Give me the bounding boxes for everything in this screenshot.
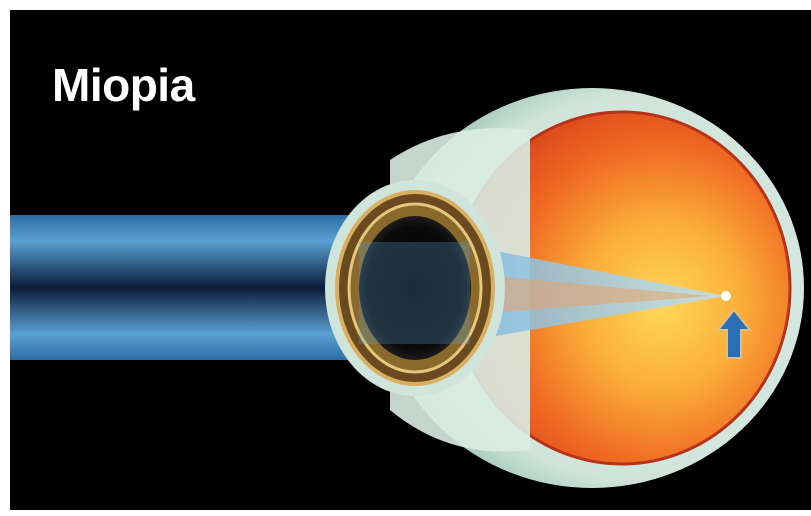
light-beam-through-pupil <box>359 242 470 344</box>
focus-point <box>721 291 731 301</box>
myopia-illustration-panel: Miopia <box>10 10 811 510</box>
title-label: Miopia <box>52 62 195 108</box>
